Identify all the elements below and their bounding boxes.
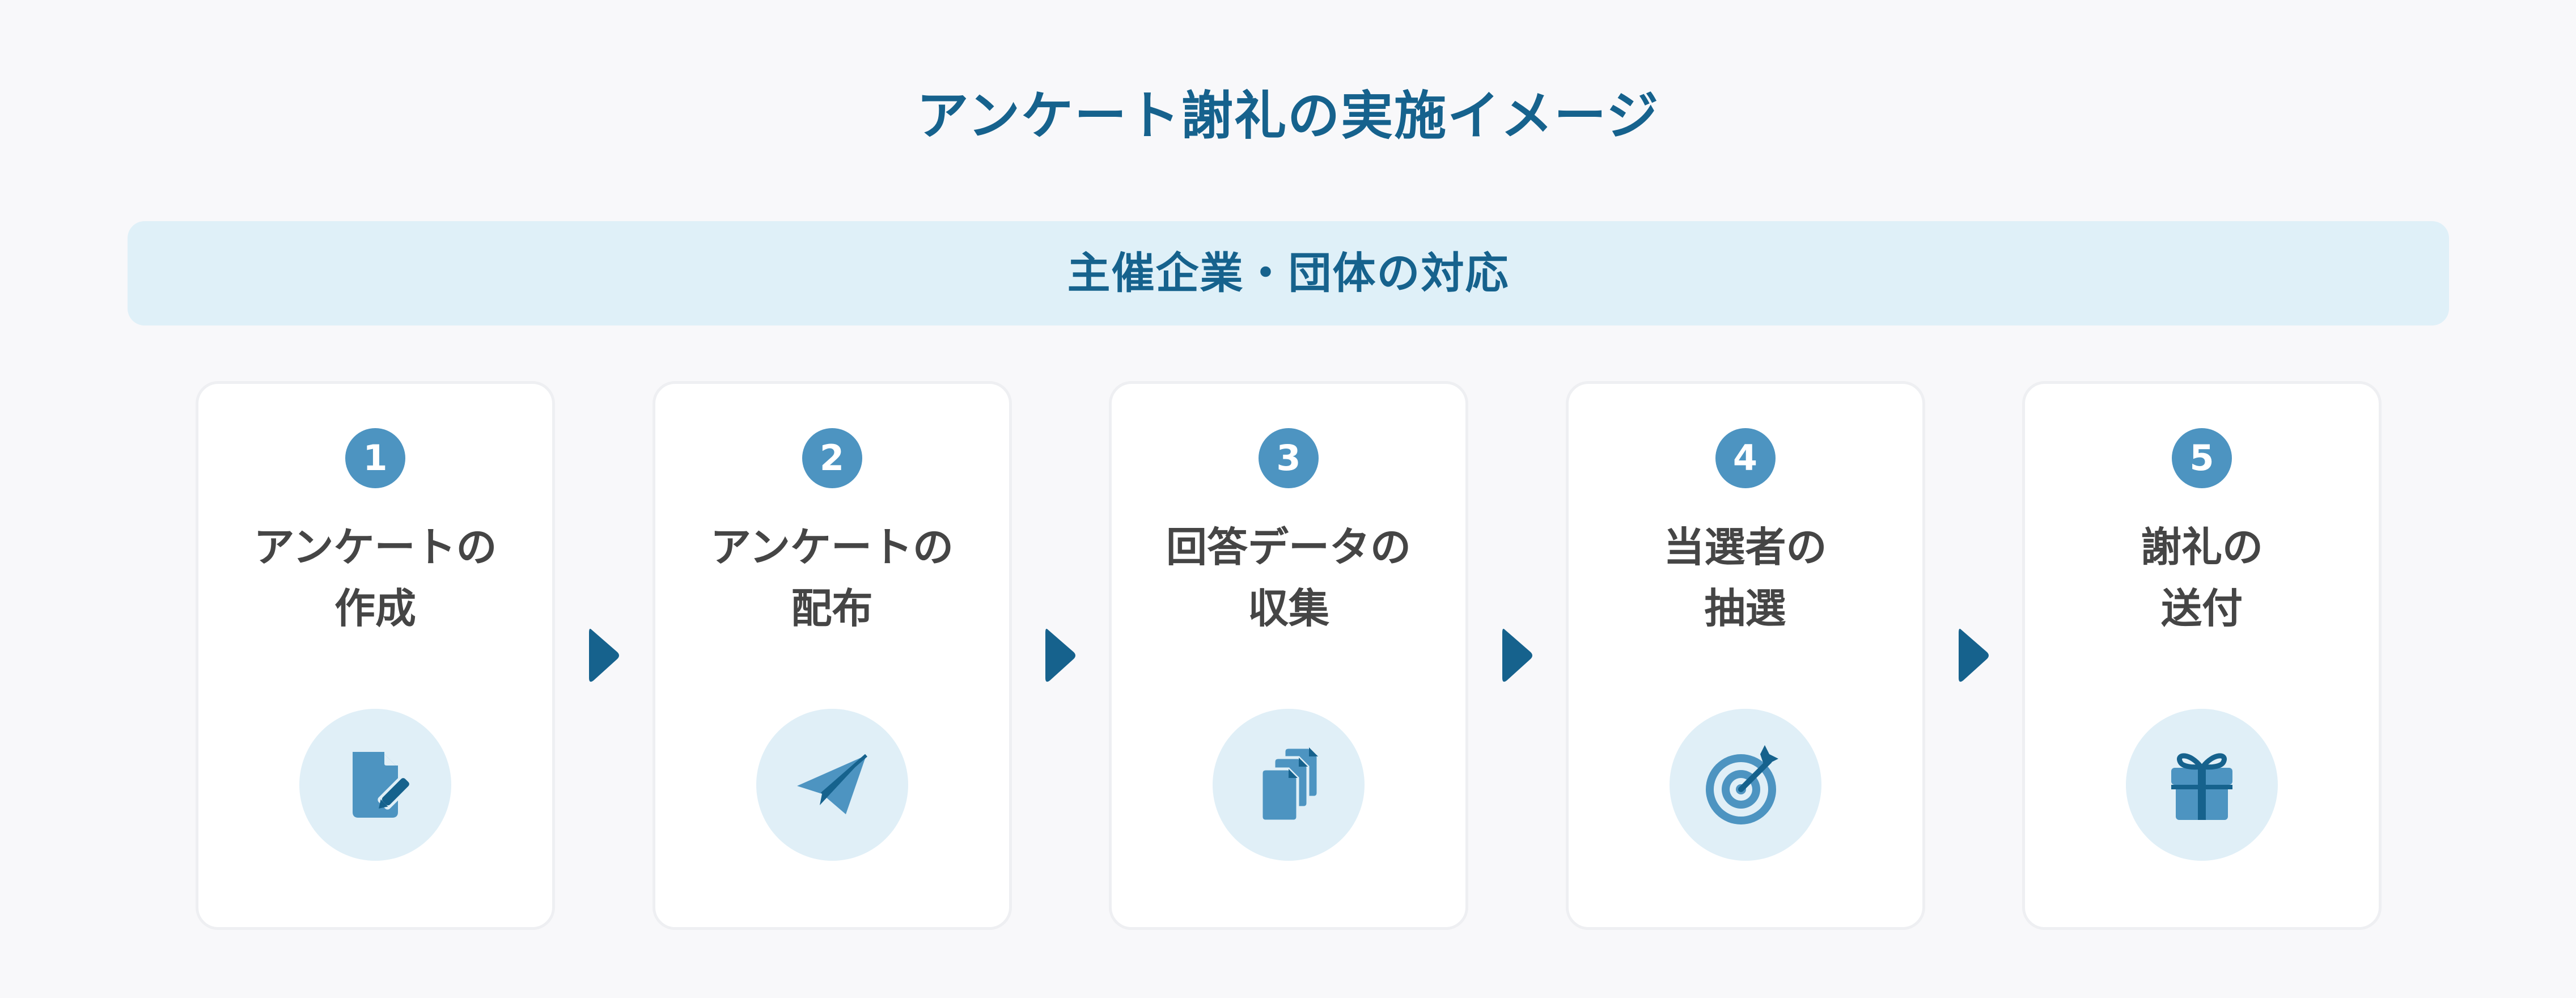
step-label: アンケートの 作成 xyxy=(217,517,534,647)
step-card-send: 5 謝礼の 送付 xyxy=(2022,381,2382,930)
process-steps: 1 アンケートの 作成 2 アンケートの 配布 xyxy=(196,381,2382,930)
step-label-line1: アンケートの xyxy=(253,523,497,571)
chevron-right-icon xyxy=(1956,625,1990,686)
step-number-badge: 3 xyxy=(1259,428,1319,488)
step-label-line2: 送付 xyxy=(2160,585,2243,632)
document-edit-icon xyxy=(299,709,451,861)
documents-stack-icon xyxy=(1213,709,1365,861)
step-label-line1: アンケートの xyxy=(710,523,954,571)
step-label-line2: 配布 xyxy=(791,585,873,632)
step-card-create: 1 アンケートの 作成 xyxy=(196,381,555,930)
chevron-right-icon xyxy=(587,625,621,686)
step-label: アンケートの 配布 xyxy=(673,517,991,647)
organizer-banner: 主催企業・団体の対応 xyxy=(128,221,2449,325)
step-label: 当選者の 抽選 xyxy=(1587,517,1904,647)
chevron-right-icon xyxy=(1500,625,1534,686)
step-label-line2: 抽選 xyxy=(1704,585,1786,632)
step-number-badge: 5 xyxy=(2172,428,2232,488)
step-label-line1: 回答データの xyxy=(1166,523,1411,571)
step-label-line1: 当選者の xyxy=(1663,523,1827,571)
paper-plane-icon xyxy=(756,709,908,861)
step-label: 回答データの 収集 xyxy=(1130,517,1447,647)
target-arrow-icon xyxy=(1669,709,1821,861)
chevron-right-icon xyxy=(1043,625,1077,686)
page-title: アンケート謝礼の実施イメージ xyxy=(916,86,1660,146)
step-card-distribute: 2 アンケートの 配布 xyxy=(652,381,1012,930)
gift-icon xyxy=(2126,709,2278,861)
step-label-line2: 作成 xyxy=(334,585,416,632)
step-card-collect: 3 回答データの 収集 xyxy=(1109,381,1468,930)
step-card-lottery: 4 当選者の 抽選 xyxy=(1565,381,1925,930)
step-label: 謝礼の 送付 xyxy=(2043,517,2361,647)
step-label-line1: 謝礼の xyxy=(2140,523,2263,571)
step-label-line2: 収集 xyxy=(1247,585,1329,632)
step-number-badge: 2 xyxy=(802,428,862,488)
step-number-badge: 4 xyxy=(1715,428,1776,488)
step-number-badge: 1 xyxy=(345,428,405,488)
